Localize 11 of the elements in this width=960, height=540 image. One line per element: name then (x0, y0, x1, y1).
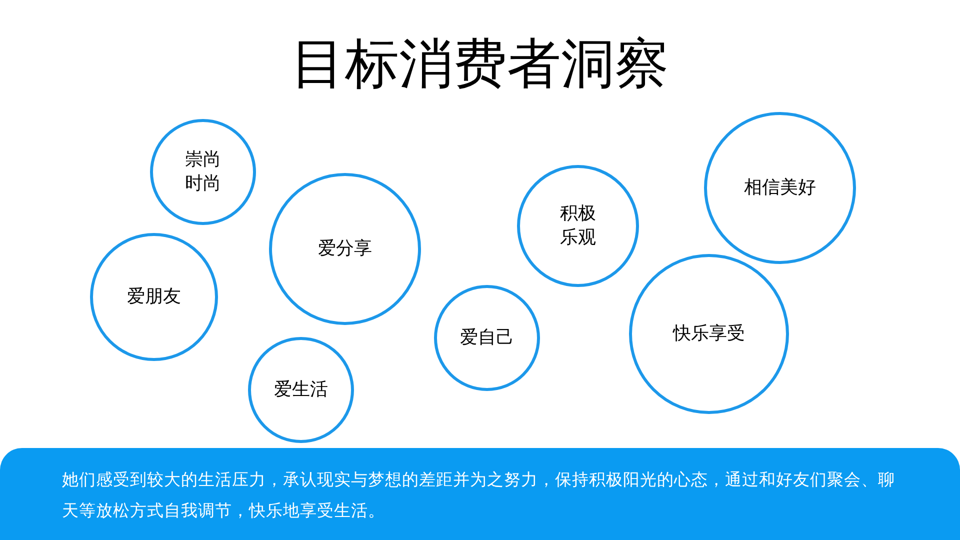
keyword-text: 相信美好 (744, 176, 816, 200)
summary-text: 她们感受到较大的生活压力，承认现实与梦想的差距并为之努力，保持积极阳光的心态，通过和好友们聚会、聊天等放松方式自我调节，快乐地享受生活。 (62, 469, 896, 522)
keyword-text: 积极乐观 (559, 202, 597, 250)
keyword-text: 崇尚时尚 (184, 148, 222, 196)
keyword-text: 快乐享受 (673, 322, 745, 346)
summary-banner (0, 448, 960, 540)
keyword-text: 爱自己 (460, 326, 514, 350)
keyword-text: 爱朋友 (127, 284, 181, 309)
keyword-text: 爱生活 (274, 378, 328, 402)
keyword-text: 爱分享 (318, 236, 372, 261)
title: 目标消费者洞察 (290, 31, 670, 97)
